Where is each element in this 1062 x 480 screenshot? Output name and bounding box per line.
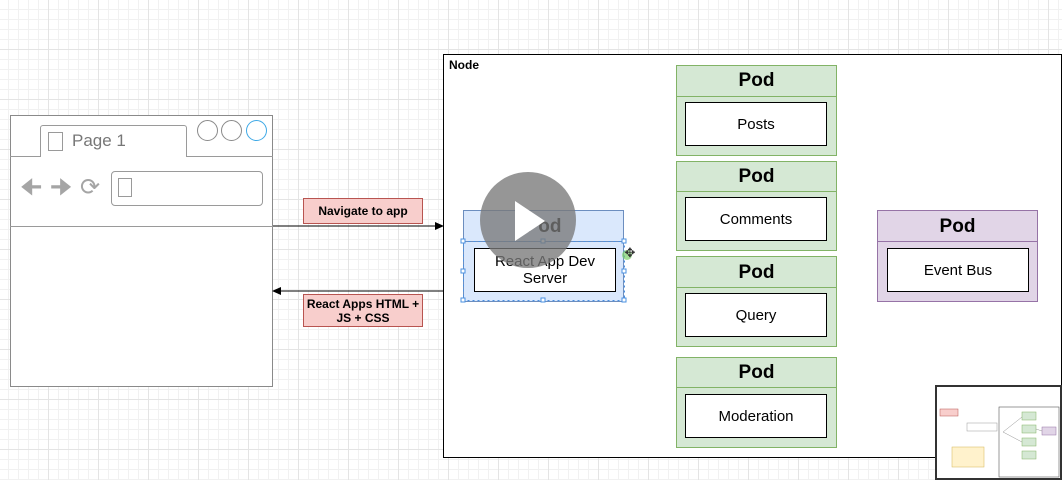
forward-arrow-icon[interactable]: 🠊 — [50, 174, 73, 201]
url-page-icon — [118, 178, 132, 197]
pod-header-divider — [877, 241, 1038, 242]
message-line2: JS + CSS — [336, 310, 390, 325]
play-triangle — [515, 201, 545, 241]
page-icon — [48, 132, 63, 151]
pod-title: Pod — [738, 70, 775, 91]
move-cursor-icon: ✥ — [625, 246, 636, 261]
browser-tab[interactable] — [40, 125, 187, 157]
window-button-icon[interactable] — [197, 120, 218, 141]
browser-window — [10, 115, 273, 387]
window-button-icon[interactable] — [246, 120, 267, 141]
request-arrowhead — [435, 222, 444, 230]
url-bar[interactable] — [111, 171, 263, 206]
response-arrowhead — [272, 287, 281, 295]
service-posts[interactable]: Posts — [685, 102, 827, 146]
service-comments[interactable]: Comments — [685, 197, 827, 241]
node-label: Node — [449, 58, 479, 72]
pod-header-divider — [676, 287, 837, 288]
connection-point[interactable] — [622, 250, 632, 260]
service-react-line2: Server — [522, 270, 568, 287]
message-line1: React Apps HTML + — [306, 296, 420, 311]
browser-content-divider — [10, 226, 273, 227]
minimap[interactable] — [935, 385, 1062, 480]
browser-tab-label: Page 1 — [72, 131, 126, 150]
pod-header-divider — [676, 387, 837, 388]
pod-title: Pod — [738, 262, 775, 283]
pod-header-divider — [676, 191, 837, 192]
message-react-assets[interactable]: React Apps HTML + JS + CSS — [303, 294, 423, 327]
pod-title: Pod — [939, 216, 976, 237]
refresh-icon[interactable]: ⟳ — [80, 174, 101, 201]
back-arrow-icon[interactable]: 🠈 — [20, 174, 43, 201]
service-moderation[interactable]: Moderation — [685, 394, 827, 438]
minimap-preview — [939, 406, 1060, 478]
pod-title: Pod — [738, 362, 775, 383]
window-button-icon[interactable] — [221, 120, 242, 141]
pod-title: Pod — [738, 166, 775, 187]
message-navigate-to-app[interactable]: Navigate to app — [303, 198, 423, 224]
tab-line-cover — [41, 156, 186, 157]
pod-header-divider — [676, 96, 837, 97]
service-query[interactable]: Query — [685, 293, 827, 337]
service-event-bus[interactable]: Event Bus — [887, 248, 1029, 292]
